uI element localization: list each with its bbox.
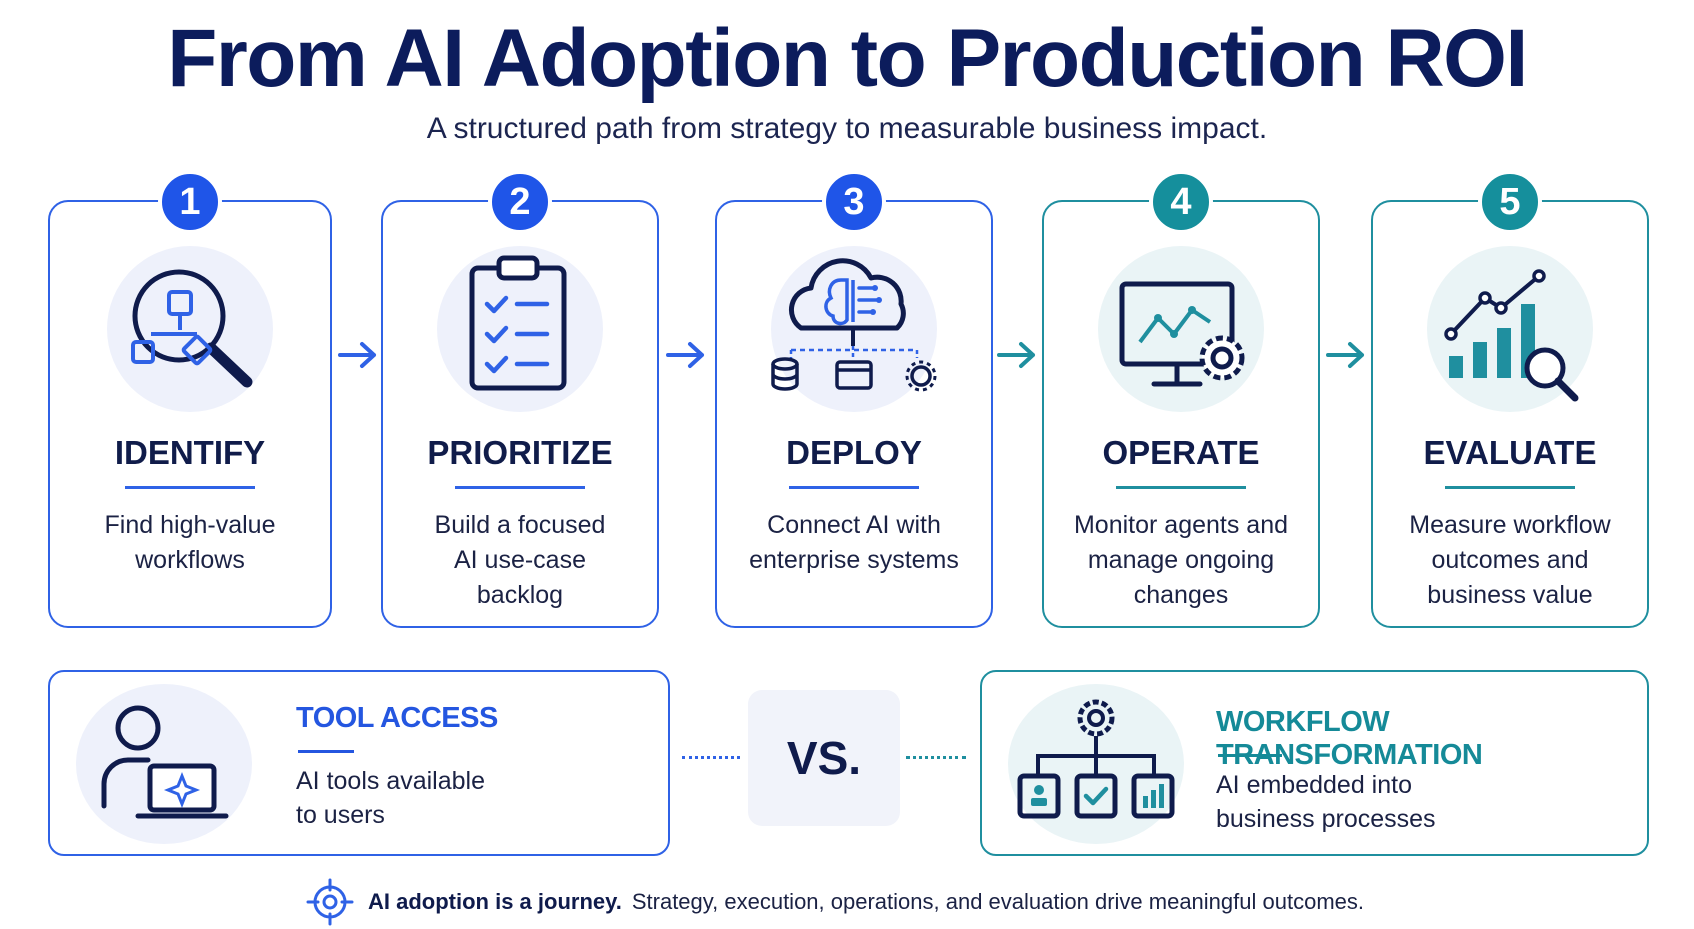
cloud-brain-icon — [771, 246, 937, 412]
step-card-identify: 1 IDENTIFY Find high-value workflows — [48, 170, 332, 628]
step-description: Find high-value workflows — [104, 511, 276, 574]
step-number-badge: 5 — [1478, 170, 1542, 234]
step-card-operate: 4 OPERATE Monitor agents and manage ongo… — [1042, 170, 1320, 628]
step-card-prioritize: 2 PRIORITIZE Build a focused AI use-case… — [381, 170, 659, 628]
step-card-evaluate: 5 EVALUATE Measure workflow outcomes and… — [1371, 170, 1649, 628]
step-number-badge: 2 — [488, 170, 552, 234]
arrow-right-icon — [664, 340, 708, 370]
tool-access-description: AI tools available to users — [296, 767, 486, 829]
page-subtitle: A structured path from strategy to measu… — [426, 112, 1268, 145]
step-card-deploy: 3 DEPLOY Connect AI with enterprise syst… — [715, 170, 993, 628]
workflow-transformation-title: WORKFLOW TRANSFORMATION — [1216, 706, 1483, 771]
footer-text: Strategy, execution, operations, and eva… — [631, 889, 1364, 914]
step-title: OPERATE — [1102, 434, 1260, 471]
step-title: IDENTIFY — [114, 434, 266, 471]
step-description: Monitor agents and manage ongoing change… — [1073, 511, 1289, 609]
step-underline — [455, 486, 585, 489]
footer-strong-text: AI adoption is a journey. — [368, 889, 622, 914]
footer-note: AI adoption is a journey. Strategy, exec… — [306, 878, 1364, 926]
search-workflow-icon — [107, 246, 273, 412]
arrow-right-icon — [1324, 340, 1368, 370]
step-underline — [789, 486, 919, 489]
step-number-badge: 4 — [1149, 170, 1213, 234]
tool-access-title: TOOL ACCESS — [296, 702, 498, 734]
step-title: EVALUATE — [1423, 434, 1597, 471]
page-title: From AI Adoption to Production ROI — [167, 13, 1528, 104]
dotted-connector-right — [906, 756, 966, 759]
step-description: Measure workflow outcomes and business v… — [1409, 511, 1611, 609]
step-underline — [1445, 486, 1575, 489]
step-number-badge: 1 — [158, 170, 222, 234]
chart-magnifier-icon — [1427, 246, 1593, 412]
monitor-gear-icon — [1098, 246, 1264, 412]
tool-access-card: TOOL ACCESS AI tools available to users — [48, 670, 670, 856]
workflow-transformation-card: WORKFLOW TRANSFORMATION AI embedded into… — [980, 670, 1649, 856]
arrow-right-icon — [995, 340, 1039, 370]
target-icon — [306, 878, 354, 926]
step-title: DEPLOY — [786, 434, 922, 471]
clipboard-checklist-icon — [437, 246, 603, 412]
workflow-transformation-underline — [1218, 754, 1282, 757]
arrow-right-icon — [336, 340, 380, 370]
step-title: PRIORITIZE — [427, 434, 613, 471]
step-description: Connect AI with enterprise systems — [749, 511, 959, 574]
step-underline — [125, 486, 255, 489]
dotted-connector-left — [682, 756, 740, 759]
step-number-badge: 3 — [822, 170, 886, 234]
vs-label: VS. — [748, 690, 900, 826]
user-laptop-icon — [76, 684, 252, 844]
step-description: Build a focused AI use-case backlog — [434, 511, 606, 609]
workflow-transformation-description: AI embedded into business processes — [1216, 771, 1436, 833]
step-underline — [1116, 486, 1246, 489]
gear-hierarchy-icon — [1008, 684, 1184, 844]
tool-access-underline — [298, 750, 354, 753]
